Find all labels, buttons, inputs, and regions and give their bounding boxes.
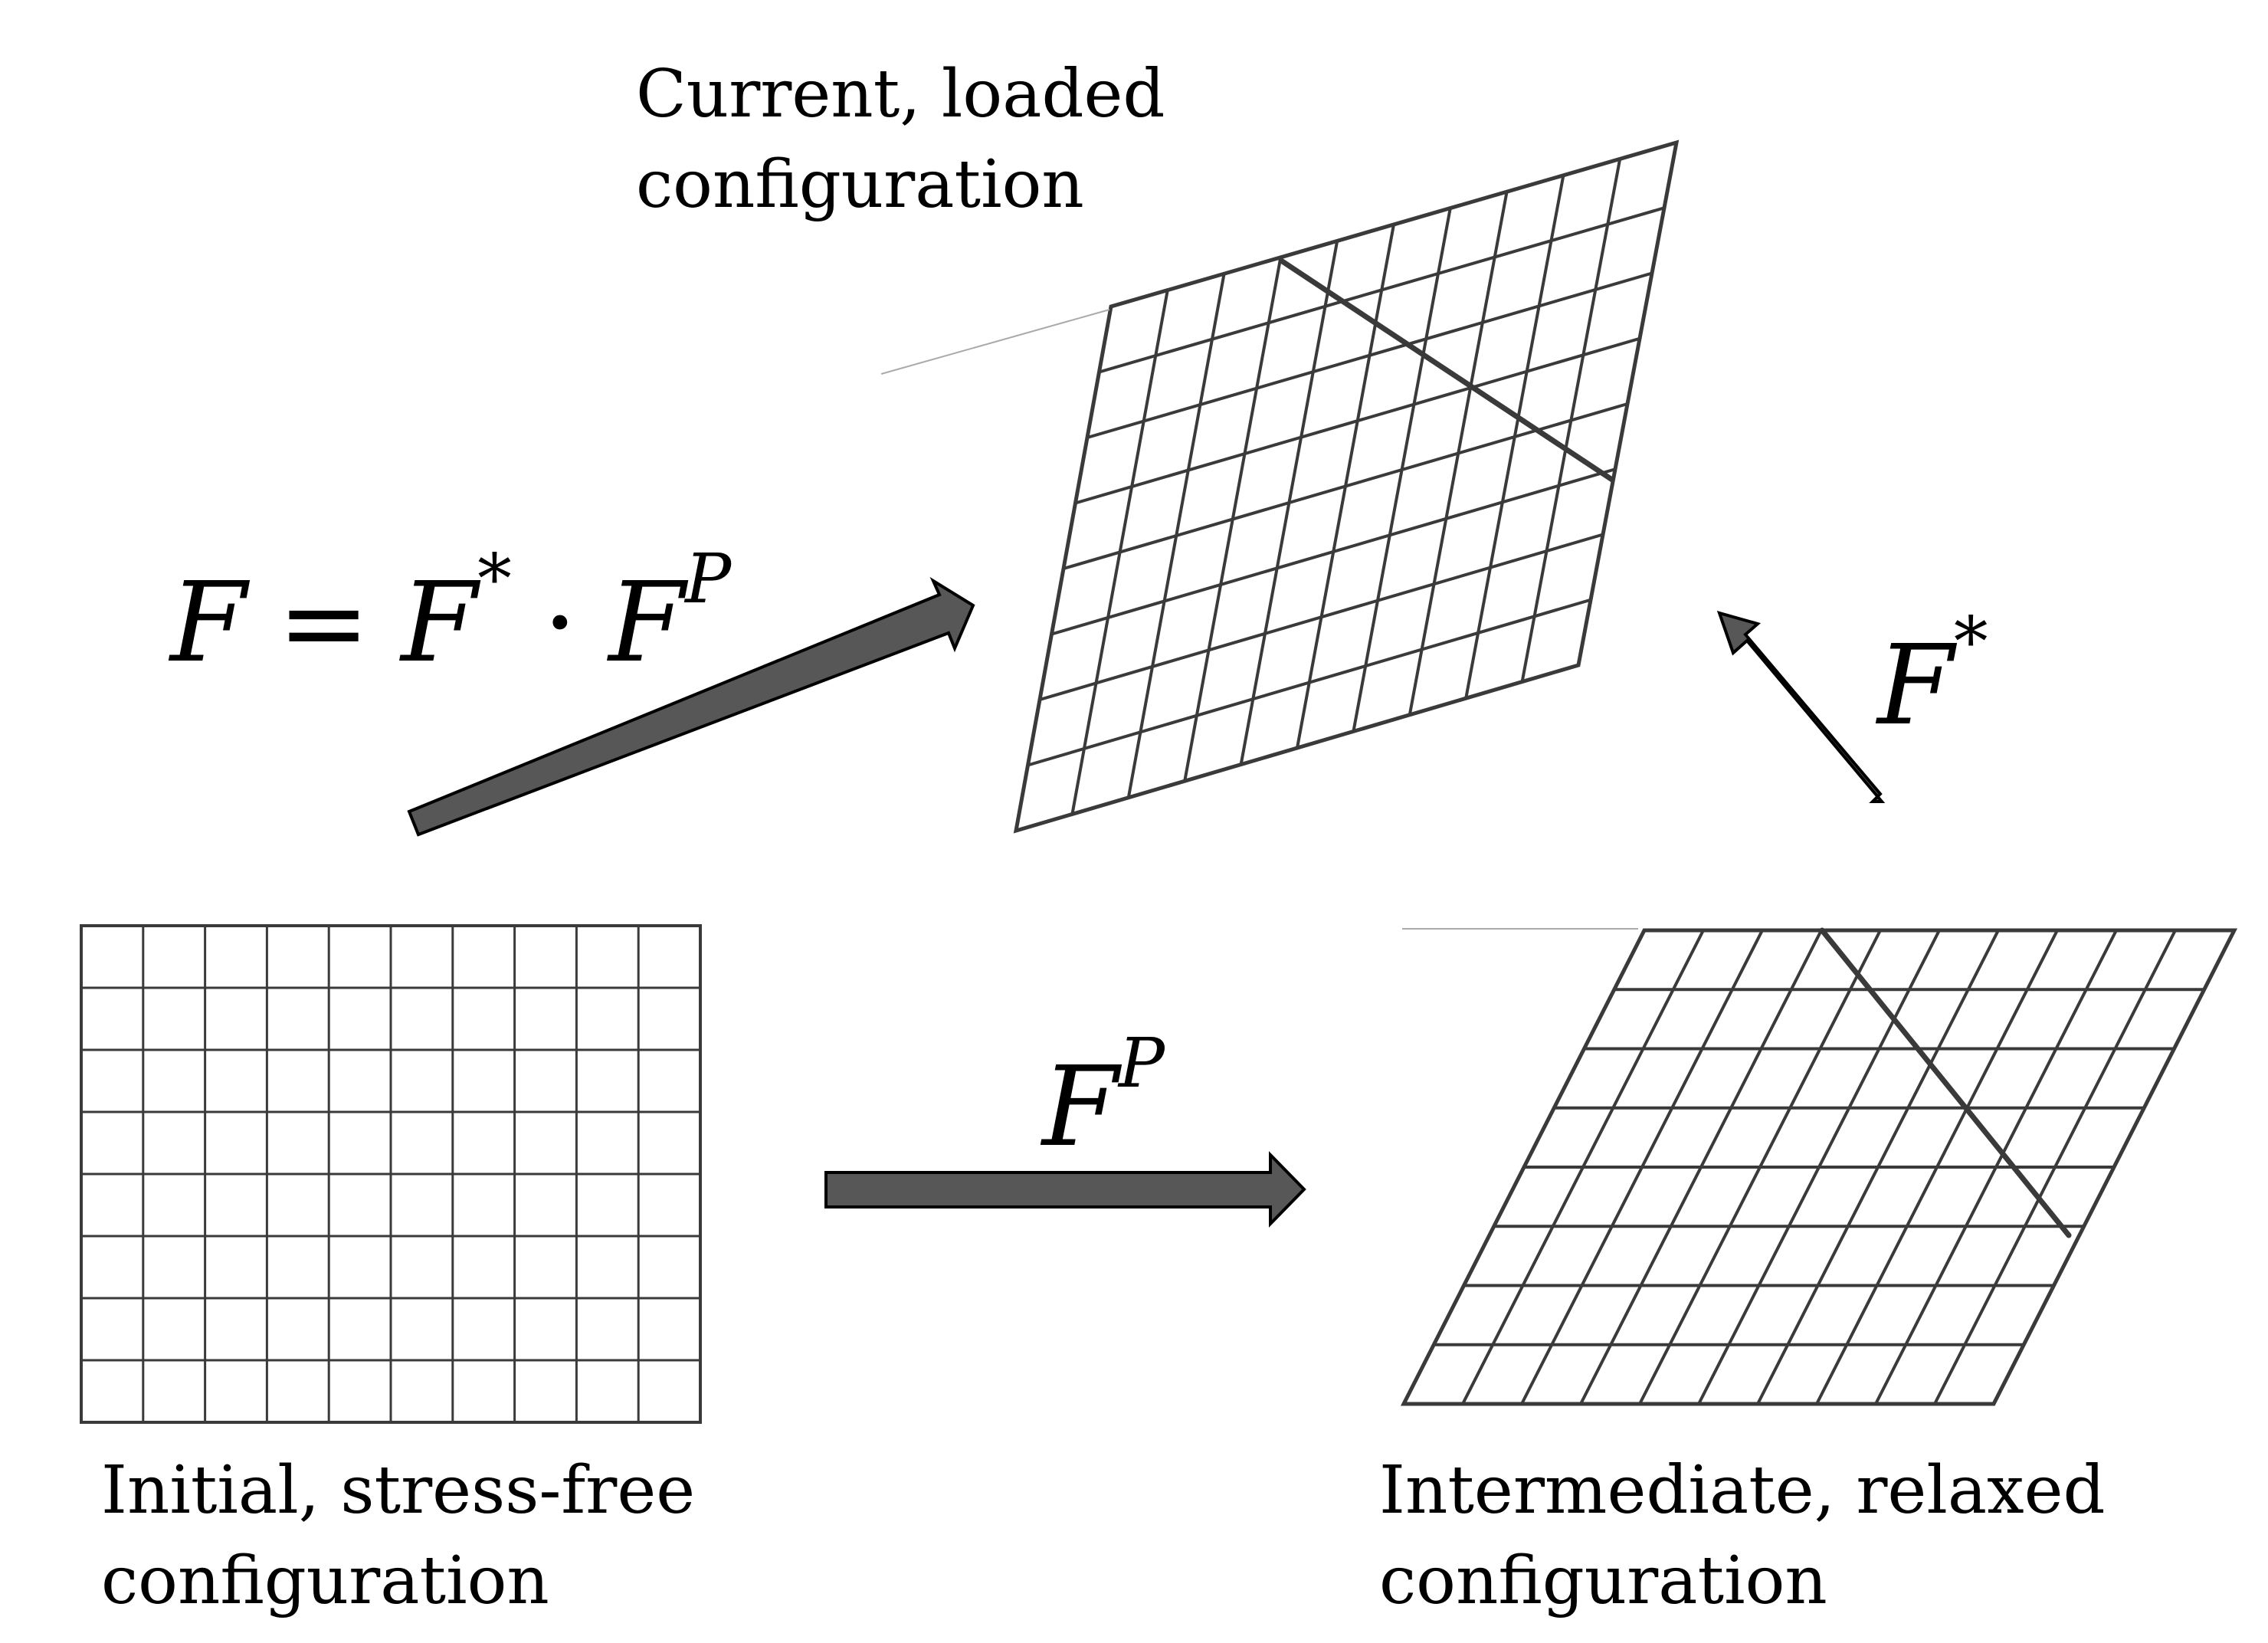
eq-dot: · [542,558,578,687]
current-grid-row-line [1050,467,1617,636]
plastic-deformation-label: FP [1042,1029,1165,1171]
eq-factor-plastic-sup: P [685,539,732,620]
fp-sup: P [1118,1024,1165,1104]
current-grid-row-line [1086,271,1653,439]
fp-base: F [1042,1042,1119,1171]
initial-configuration-grid [80,924,702,1424]
eq-factor-elastic-sup: * [477,539,512,620]
initial-label-line-1: Initial, stress-free [101,1452,696,1529]
current-slip-line [1278,257,1615,483]
eq-factor-elastic: F [401,558,478,687]
fstar-base: F [1877,621,1954,749]
intermediate-label-line-2: configuration [1379,1543,1827,1619]
current-grid-row-line [1038,533,1604,701]
multiplicative-decomposition-equation: F=F*·FP [170,545,731,687]
current-grid-row-line [1097,206,1666,374]
current-guide-line [880,309,1110,375]
intermediate-label-line-1: Intermediate, relaxed [1379,1452,2106,1529]
current-label-line-2: configuration [636,146,1084,223]
fstar-sup: * [1953,602,1988,683]
current-configuration-grid [1013,139,1680,834]
current-grid-row-line [1026,598,1592,767]
intermediate-configuration-label: Intermediate, relaxed configuration [1379,1445,2106,1626]
eq-factor-plastic: F [608,558,686,687]
initial-configuration-label: Initial, stress-free configuration [101,1445,695,1626]
current-grid-row-line [1073,336,1641,505]
eq-equals: = [277,558,370,687]
current-label-line-1: Current, loaded [636,56,1165,133]
intermediate-slip-line [1819,927,2072,1238]
intermediate-configuration-grid [1400,927,2238,1406]
total-deformation-arrow [407,576,975,837]
current-configuration-label: Current, loaded configuration [636,49,1165,230]
intermediate-grid-outline [1400,928,2238,1406]
elastic-deformation-arrow [1716,611,1886,803]
initial-label-line-2: configuration [101,1543,549,1619]
current-grid-outline [1013,139,1680,834]
initial-grid-outline [80,924,702,1424]
eq-lhs: F [170,558,247,687]
elastic-deformation-label: F* [1877,608,1988,749]
current-grid-row-line [1062,402,1629,570]
plastic-deformation-arrow [824,1151,1306,1228]
